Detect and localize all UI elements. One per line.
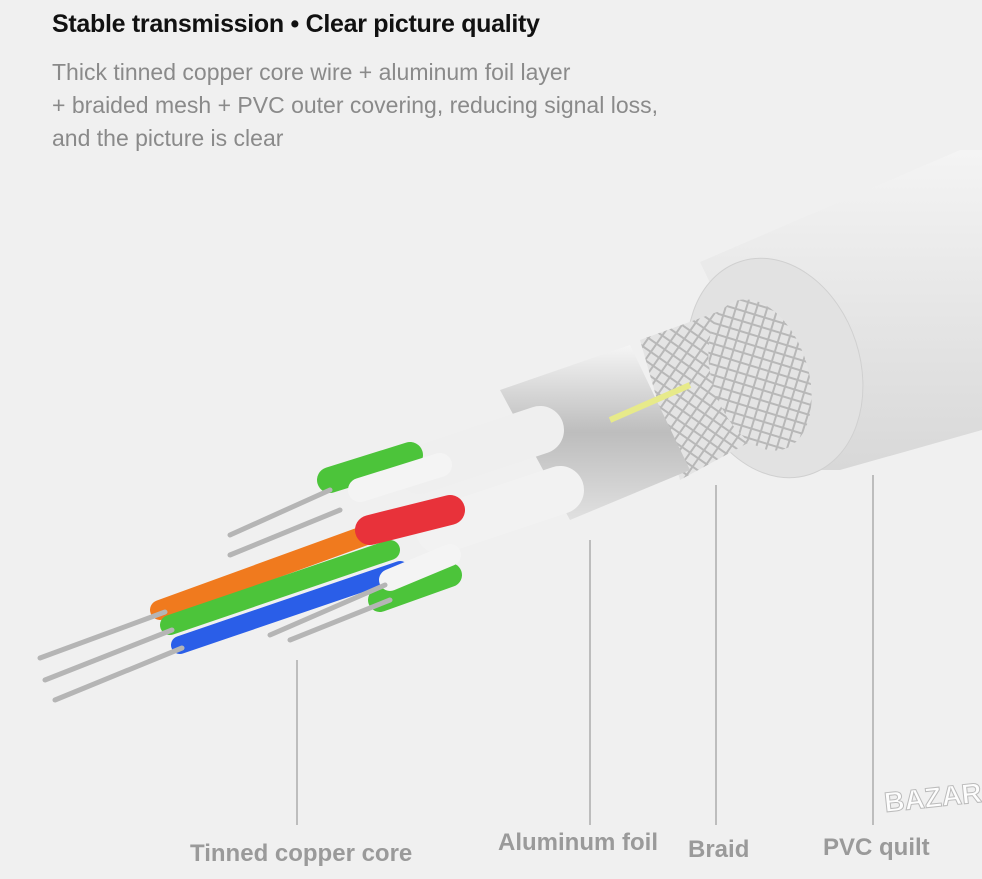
label-pvc: PVC quilt — [823, 834, 930, 861]
copper-strands — [37, 487, 393, 703]
drain-wire — [608, 382, 692, 423]
inner-pair — [416, 466, 584, 554]
wires — [37, 442, 465, 703]
description-line: + braided mesh + PVC outer covering, red… — [52, 92, 658, 118]
headline: Stable transmission • Clear picture qual… — [52, 10, 540, 38]
description: Thick tinned copper core wire + aluminum… — [52, 56, 752, 155]
label-braid: Braid — [688, 836, 750, 863]
label-copper: Tinned copper core — [190, 840, 413, 867]
braid-end — [708, 299, 812, 451]
description-line: Thick tinned copper core wire + aluminum… — [52, 59, 571, 85]
label-foil: Aluminum foil — [498, 829, 658, 856]
description-line: and the picture is clear — [52, 125, 284, 151]
